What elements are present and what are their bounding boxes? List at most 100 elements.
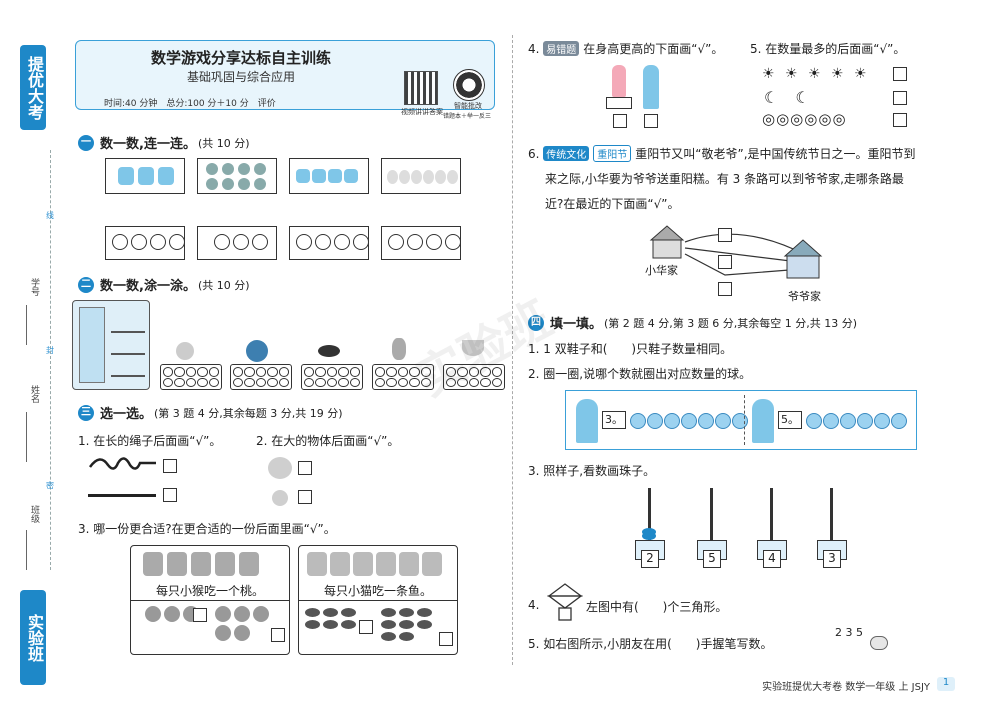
binding-line bbox=[50, 150, 51, 570]
abacus-bead bbox=[642, 532, 656, 540]
abacus-rod[interactable] bbox=[710, 488, 713, 548]
picture-box-bugs[interactable] bbox=[197, 158, 277, 194]
question-3-2: 2. 在大的物体后面画“√”。 bbox=[256, 434, 400, 448]
binding-mark: 封 bbox=[46, 346, 54, 355]
route-map bbox=[649, 225, 823, 279]
exam-info: 时间:40 分钟 总分:100 分＋10 分 评价 bbox=[104, 99, 276, 109]
qr-code-icon bbox=[404, 71, 438, 105]
question-4: 4. 易错题在身高更高的下面画“√”。 bbox=[528, 41, 724, 56]
circle-box-5[interactable] bbox=[105, 226, 185, 260]
watermark: 实验班 bbox=[407, 290, 562, 408]
section-3-heading: 三 选一选。 (第 3 题 4 分,其余每题 3 分,共 19 分) bbox=[78, 403, 343, 422]
page-title: 数学游戏分享达标自主训练 bbox=[150, 49, 331, 67]
route-bottom-checkbox[interactable] bbox=[718, 282, 732, 296]
binding-mark: 密 bbox=[46, 481, 54, 490]
question-6: 6. 传统文化重阳节重阳节又叫“敬老爷”,是中国传统节日之一。重阳节到 bbox=[528, 145, 916, 162]
apple-icon bbox=[176, 342, 194, 360]
fill-question-3: 3. 照样子,看数画珠子。 bbox=[528, 464, 656, 478]
class-label: 班级 bbox=[29, 505, 39, 523]
abacus-rod[interactable] bbox=[770, 488, 773, 548]
question-3-3: 3. 哪一份更合适?在更合适的一份后面里画“√”。 bbox=[78, 522, 336, 536]
name-line bbox=[26, 412, 27, 462]
color-tray-eggplant[interactable] bbox=[301, 364, 363, 390]
fill-question-2: 2. 圈一圈,说哪个数就圈出对应数量的球。 bbox=[528, 367, 752, 381]
route-top-checkbox[interactable] bbox=[718, 228, 732, 242]
fill-question-4-num: 4. bbox=[528, 598, 540, 612]
moons-checkbox[interactable] bbox=[893, 91, 907, 105]
picture-box-leaves[interactable] bbox=[381, 158, 461, 194]
abacus-rod bbox=[648, 488, 651, 548]
binding-strip: 提优大考卷 实验班 学号 姓名 班级 线 封 密 bbox=[0, 0, 70, 711]
monkey-panel: 每只小猴吃一个桃。 bbox=[130, 545, 290, 655]
monkey-option-b-checkbox[interactable] bbox=[271, 628, 285, 642]
abacus-number: 5 bbox=[703, 550, 721, 568]
header-banner: 数学游戏分享达标自主训练 基础巩固与综合应用 时间:40 分钟 总分:100 分… bbox=[75, 40, 495, 120]
small-apple-icon bbox=[272, 490, 288, 506]
class-line bbox=[26, 530, 27, 570]
rings-row: ◎◎◎◎◎◎ bbox=[762, 110, 847, 128]
fill-question-5: 5. 如右图所示,小朋友在用( )手握笔写数。 bbox=[528, 637, 773, 651]
rings-checkbox[interactable] bbox=[893, 113, 907, 127]
smart-sub-label: 错题本＋举一反三 bbox=[443, 113, 492, 120]
stool-icon bbox=[606, 97, 632, 109]
section-2-heading: 二 数一数,涂一涂。 (共 10 分) bbox=[78, 275, 250, 294]
question-6-line2: 来之际,小华要为爷爷送重阳糕。有 3 条路可以到爷爷家,走哪条路最 bbox=[545, 172, 904, 186]
color-tray-apple[interactable] bbox=[160, 364, 222, 390]
number-card: 3。 bbox=[602, 411, 626, 429]
monkey-option-a-checkbox[interactable] bbox=[193, 608, 207, 622]
student-id-label: 学号 bbox=[29, 278, 39, 296]
color-tray-watermelon[interactable] bbox=[230, 364, 292, 390]
qr-label: 视频讲讲答案 bbox=[401, 108, 443, 116]
monkey-caption: 每只小猴吃一个桃。 bbox=[155, 584, 264, 598]
boy-icon bbox=[643, 65, 659, 109]
color-tray-carrot[interactable] bbox=[372, 364, 434, 390]
column-divider bbox=[512, 35, 513, 665]
abacus-number: 3 bbox=[823, 550, 841, 568]
abacus-number: 2 bbox=[641, 550, 659, 568]
carrot-icon bbox=[392, 338, 406, 360]
cat-option-a-checkbox[interactable] bbox=[359, 620, 373, 634]
brand-label-top: 提优大考卷 bbox=[1, 45, 46, 130]
route-middle-checkbox[interactable] bbox=[718, 255, 732, 269]
number-card: 5。 bbox=[778, 411, 802, 429]
question-3-1: 1. 在长的绳子后面画“√”。 bbox=[78, 434, 222, 448]
apple-checkbox[interactable] bbox=[298, 490, 312, 504]
smart-label: 智能批改 bbox=[454, 102, 482, 110]
hand-writing-icon bbox=[870, 636, 888, 650]
rope-straight-checkbox[interactable] bbox=[163, 488, 177, 502]
picture-box-frogs[interactable] bbox=[105, 158, 185, 194]
student-id-line bbox=[26, 305, 27, 345]
color-tray-banana[interactable] bbox=[443, 364, 505, 390]
cat-caption: 每只小猫吃一条鱼。 bbox=[323, 584, 432, 598]
banana-icon bbox=[462, 340, 484, 356]
fill-question-4: 左图中有( )个三角形。 bbox=[586, 600, 728, 614]
pumpkin-checkbox[interactable] bbox=[298, 461, 312, 475]
suns-checkbox[interactable] bbox=[893, 67, 907, 81]
page-number: 1 bbox=[937, 677, 955, 691]
footer-text: 实验班提优大考卷 数学一年级 上 JSJY bbox=[762, 682, 930, 693]
section-4-heading: 四 填一填。 (第 2 题 4 分,第 3 题 6 分,其余每空 1 分,共 1… bbox=[528, 313, 857, 332]
picture-box-birds[interactable] bbox=[289, 158, 369, 194]
fill-question-1: 1. 1 双鞋子和( )只鞋子数量相同。 bbox=[528, 342, 733, 356]
ball-row-left[interactable] bbox=[630, 413, 748, 429]
page-subtitle: 基础巩固与综合应用 bbox=[186, 70, 295, 84]
boy-icon bbox=[752, 399, 774, 443]
cat-option-b-checkbox[interactable] bbox=[439, 632, 453, 646]
girl-checkbox[interactable] bbox=[613, 114, 627, 128]
straight-rope-icon bbox=[88, 494, 156, 497]
written-number: 2 3 5 bbox=[835, 626, 863, 639]
section-1-heading: 一 数一数,连一连。 (共 10 分) bbox=[78, 133, 250, 152]
question-6-line3: 近?在最近的下面画“√”。 bbox=[545, 197, 680, 211]
abacus-rod[interactable] bbox=[830, 488, 833, 548]
brand-label-bottom: 实验班 bbox=[20, 590, 46, 685]
watermelon-icon bbox=[246, 340, 268, 362]
ball-panel: 3。 5。 bbox=[565, 390, 917, 450]
ball-row-right[interactable] bbox=[806, 413, 907, 429]
circle-box-4b[interactable] bbox=[381, 226, 461, 260]
rope-curly-checkbox[interactable] bbox=[163, 459, 177, 473]
circle-box-4[interactable] bbox=[289, 226, 369, 260]
boy-checkbox[interactable] bbox=[644, 114, 658, 128]
circle-box-3[interactable] bbox=[197, 226, 277, 260]
pumpkin-icon bbox=[268, 457, 292, 479]
